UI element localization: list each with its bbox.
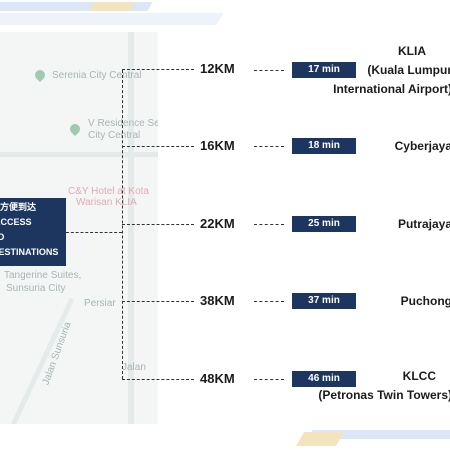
destination-line: KLIA bbox=[398, 44, 426, 58]
destination-putrajaya: Putrajaya bbox=[398, 215, 450, 234]
branch-line bbox=[122, 301, 194, 302]
connector-line bbox=[254, 224, 284, 225]
map-label: Persiar bbox=[84, 298, 116, 309]
access-box-line: DESTINATIONS bbox=[0, 247, 59, 257]
connector-line bbox=[254, 301, 284, 302]
connector-line bbox=[254, 70, 284, 71]
destination-line: (Petronas Twin Towers) bbox=[318, 388, 450, 402]
map-pin-icon bbox=[67, 121, 83, 137]
destination-line: (Kuala Lumpur bbox=[367, 63, 450, 77]
access-to-destinations-label: 方便到达 ACCESS TO DESTINATIONS bbox=[0, 198, 66, 266]
stripe-gold bbox=[295, 432, 345, 446]
distance-label: 22KM bbox=[200, 216, 235, 231]
branch-line bbox=[122, 146, 194, 147]
map-road bbox=[128, 32, 134, 424]
travel-time-badge: 17 min bbox=[292, 62, 356, 78]
stripe bbox=[0, 13, 224, 25]
branch-line bbox=[122, 224, 194, 225]
map-label: Serenia City Central bbox=[52, 70, 142, 81]
map-label: City Central bbox=[88, 130, 141, 141]
travel-time-badge: 37 min bbox=[292, 293, 356, 309]
map-label: Warisan KLIA bbox=[76, 197, 137, 208]
access-box-line: TO bbox=[0, 232, 5, 242]
connector-line bbox=[254, 379, 284, 380]
bottom-decorative-stripes bbox=[290, 420, 450, 450]
destination-line: International Airport) bbox=[333, 82, 450, 96]
map-road bbox=[0, 152, 158, 157]
map-label: Sunsuria City bbox=[6, 283, 66, 294]
distance-label: 16KM bbox=[200, 138, 235, 153]
travel-time-badge: 46 min bbox=[292, 371, 356, 387]
destination-line: Puchong bbox=[400, 294, 450, 308]
destination-klia: KLIA (Kuala Lumpur International Airport… bbox=[333, 42, 450, 99]
connector-line bbox=[254, 146, 284, 147]
destination-cyberjaya: Cyberjaya bbox=[395, 137, 450, 156]
map-pin-icon bbox=[32, 67, 48, 83]
stripe-gold bbox=[89, 2, 135, 11]
travel-time-badge: 25 min bbox=[292, 216, 356, 232]
map-label: Tangerine Suites, bbox=[4, 270, 82, 281]
access-box-line: 方便到达 bbox=[0, 202, 37, 212]
distance-label: 38KM bbox=[200, 293, 235, 308]
map-road bbox=[10, 297, 75, 424]
destination-line: Putrajaya bbox=[397, 217, 450, 231]
travel-time-badge: 18 min bbox=[292, 138, 356, 154]
distance-label: 12KM bbox=[200, 61, 235, 76]
destination-line: Cyberjaya bbox=[394, 139, 450, 153]
map-label: C&Y Hotel at Kota bbox=[68, 186, 149, 197]
access-box-line: ACCESS bbox=[0, 217, 32, 227]
destination-puchong: Puchong bbox=[401, 292, 450, 311]
top-decorative-stripes bbox=[0, 0, 240, 30]
map-label: Jalan bbox=[122, 362, 146, 373]
destination-line: KLCC bbox=[402, 369, 436, 383]
branch-line bbox=[122, 379, 194, 380]
map-label: V Residence Se bbox=[88, 118, 158, 129]
connector-stub-line bbox=[66, 232, 122, 233]
distance-label: 48KM bbox=[200, 371, 235, 386]
branch-line bbox=[122, 69, 194, 70]
destination-klcc: KLCC (Petronas Twin Towers) bbox=[318, 367, 450, 405]
